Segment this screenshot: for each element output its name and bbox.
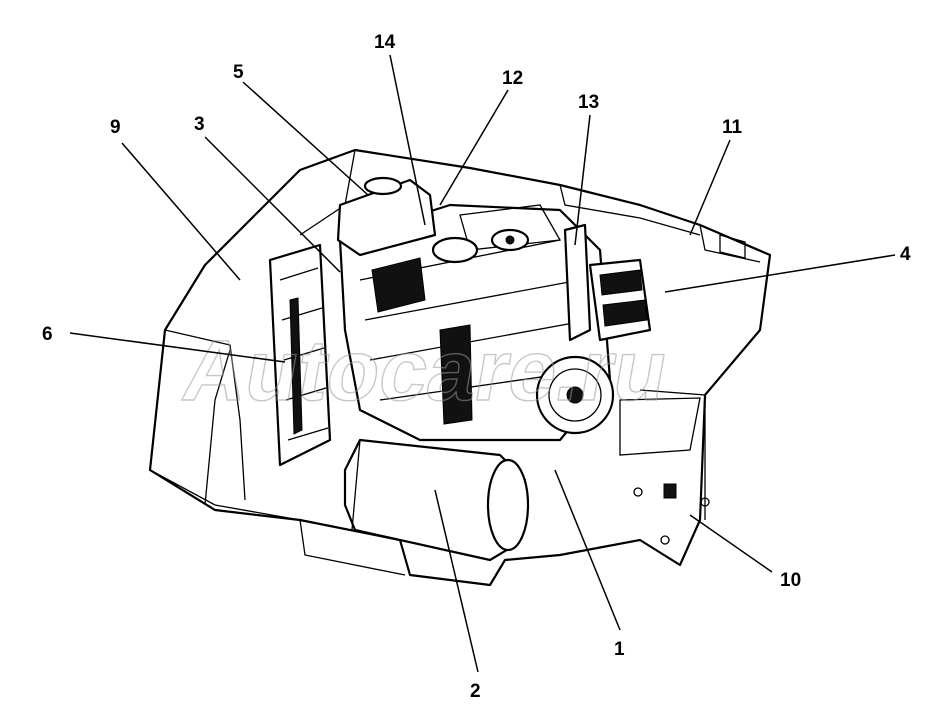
- callout-14: 14: [374, 32, 396, 53]
- pulley: [535, 355, 615, 435]
- callout-12: 12: [502, 68, 523, 89]
- callout-9: 9: [110, 117, 121, 138]
- callout-13: 13: [578, 92, 599, 113]
- callout-2: 2: [470, 681, 481, 702]
- callout-6: 6: [42, 324, 53, 345]
- callout-11: 11: [722, 117, 743, 138]
- expansion-tank: [336, 176, 437, 257]
- leader-lines: [69, 54, 896, 673]
- callout-3: 3: [194, 114, 205, 135]
- radiator: [268, 243, 332, 467]
- callout-5: 5: [233, 62, 244, 83]
- air-filter: [563, 223, 652, 342]
- callout-numbers: 1 2 3 4 5 6 9 10 11 12 13 14: [42, 32, 911, 702]
- callout-10: 10: [780, 570, 801, 591]
- watermark: Autocare.ru: [176, 324, 675, 419]
- callout-1: 1: [614, 639, 625, 660]
- callout-4: 4: [900, 244, 911, 265]
- muffler: [343, 438, 530, 562]
